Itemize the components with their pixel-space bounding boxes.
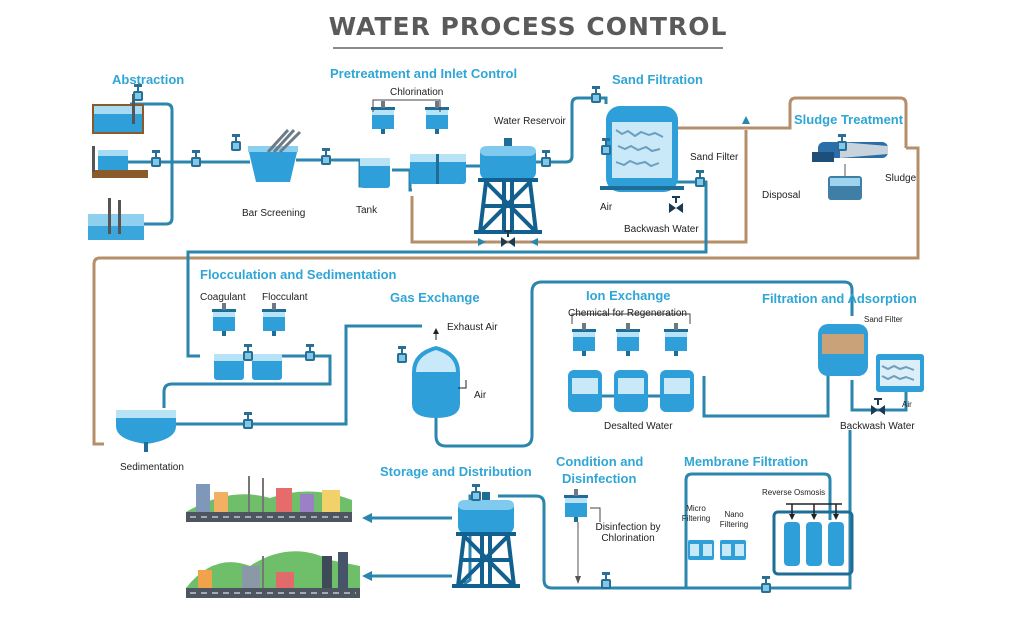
nano-filter-cartridges [720, 540, 746, 560]
sand-filter-vessel [600, 106, 684, 192]
abstraction-river-intake [92, 146, 148, 178]
label-disinfection-line-2: Chlorination [601, 533, 655, 544]
section-gas-exchange: Gas Exchange [390, 290, 480, 305]
label-chemical-regeneration: Chemical for Regeneration [568, 308, 687, 319]
label-chlorination: Chlorination [390, 87, 444, 98]
flocculation-basins [214, 354, 282, 380]
label-disinfection-line-1: Disinfection by [595, 522, 661, 533]
section-condition-line-1: Condition and [556, 454, 644, 469]
label-sedimentation: Sedimentation [120, 462, 184, 473]
label-micro-line-2: Filtering [681, 514, 711, 523]
micro-filter-cartridges [688, 540, 714, 560]
label-bar-screening: Bar Screening [242, 208, 306, 219]
section-sand-filtration: Sand Filtration [612, 72, 703, 87]
label-sand-filter: Sand Filter [690, 152, 739, 163]
title-underline [333, 47, 723, 49]
adsorption-sand-filter [876, 354, 924, 392]
adsorption-filter-vessel [818, 324, 868, 376]
label-flocculant: Flocculant [262, 292, 308, 303]
chlorination-basin [410, 154, 466, 184]
reverse-osmosis-unit [772, 503, 854, 576]
section-pretreatment: Pretreatment and Inlet Control [330, 66, 518, 81]
section-storage-distribution: Storage and Distribution [380, 464, 532, 479]
section-ion-exchange: Ion Exchange [586, 288, 671, 303]
label-reverse-osmosis: Reverse Osmosis [762, 488, 826, 497]
disposal-bin [828, 164, 862, 200]
label-micro-line-1: Micro [686, 504, 706, 513]
label-nano-line-1: Nano [724, 510, 744, 519]
sludge-pipeline [92, 96, 920, 446]
abstraction-groundwater-well [88, 198, 144, 240]
section-flocculation: Flocculation and Sedimentation [200, 267, 397, 282]
label-air-gas: Air [474, 390, 487, 401]
label-backwash-water-2: Backwash Water [840, 421, 915, 432]
gas-exchange-tower [412, 328, 467, 418]
label-sludge: Sludge [885, 173, 917, 184]
label-nano-line-2: Filtering [719, 520, 749, 529]
section-membrane-filtration: Membrane Filtration [684, 454, 809, 469]
label-exhaust-air: Exhaust Air [447, 322, 498, 333]
abstraction-reservoir [92, 94, 144, 134]
city-industrial-illustration [186, 551, 360, 598]
ion-exchange-columns [568, 313, 694, 412]
section-filtration-adsorption: Filtration and Adsorption [762, 291, 917, 306]
section-condition-line-2: Disinfection [562, 471, 637, 486]
label-air-2: Air [902, 400, 912, 409]
label-disposal: Disposal [762, 190, 801, 201]
pretreatment-tank [360, 158, 390, 188]
section-sludge-treatment: Sludge Treatment [794, 112, 904, 127]
label-water-reservoir: Water Reservoir [494, 116, 566, 127]
label-sand-filter-2: Sand Filter [864, 315, 903, 324]
label-tank: Tank [356, 205, 378, 216]
label-air: Air [600, 202, 613, 213]
section-abstraction: Abstraction [112, 72, 185, 87]
bar-screening-unit [248, 128, 302, 182]
sludge-centrifuge [812, 142, 888, 162]
city-residential-illustration [186, 476, 352, 522]
flow-arrows [362, 116, 750, 581]
label-backwash-water: Backwash Water [624, 224, 699, 235]
label-desalted-water: Desalted Water [604, 421, 673, 432]
sedimentation-tank [116, 410, 176, 452]
label-coagulant: Coagulant [200, 292, 246, 303]
page-title: WATER PROCESS CONTROL [328, 12, 728, 41]
